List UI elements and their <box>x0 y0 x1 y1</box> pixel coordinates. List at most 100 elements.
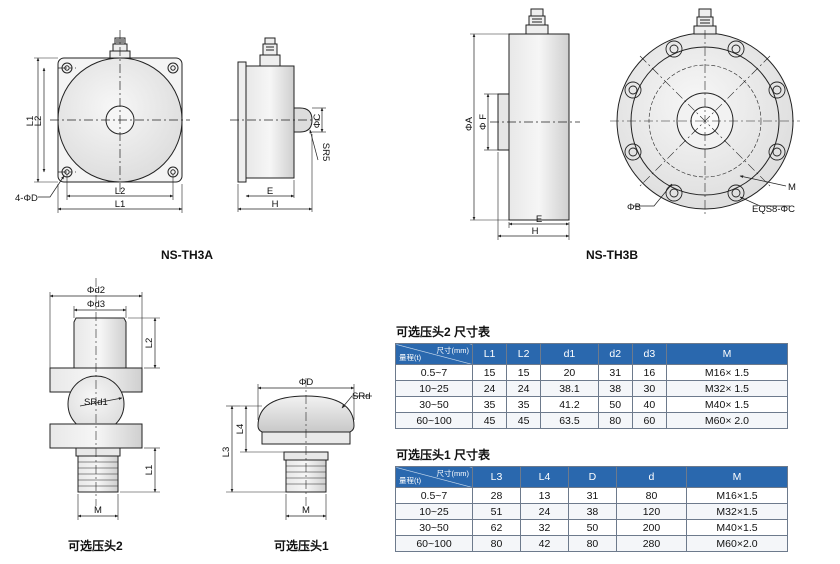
table-cell: 200 <box>615 519 688 536</box>
table-cell: 0.5~7 <box>395 364 473 381</box>
dim-label-b-m: M <box>788 182 796 193</box>
table-cell: M60× 2.0 <box>665 412 789 429</box>
table1-col-header: L4 <box>519 466 569 488</box>
dim-label-h1-d: ΦD <box>299 377 314 388</box>
table1-corner-bottom: 量程(t) <box>399 476 422 485</box>
bolt-hole-icon <box>624 40 786 202</box>
table-row: 0.5~7 28 13 31 80 M16×1.5 <box>395 487 788 504</box>
table2-col-header: d2 <box>597 343 633 365</box>
dim-label-h2-d3: Φd3 <box>87 299 105 310</box>
dim-label-a-e: E <box>267 186 273 197</box>
table1-col-header: d <box>615 466 688 488</box>
table-cell: 24 <box>506 380 542 397</box>
table-cell: 24 <box>519 503 569 520</box>
table-row: 0.5~7 15 15 20 31 16 M16× 1.5 <box>395 364 789 381</box>
table-cell: 0.5~7 <box>395 487 473 504</box>
table-cell: 13 <box>519 487 569 504</box>
dim-label-h2-d2: Φd2 <box>87 285 105 296</box>
table-cell: 15 <box>471 364 508 381</box>
dim-label-h1-l4: L4 <box>235 424 246 435</box>
table-cell: 24 <box>471 380 508 397</box>
table-cell: 45 <box>506 412 542 429</box>
table2-title: 可选压头2 尺寸表 <box>396 325 491 339</box>
table-cell: M16× 1.5 <box>665 364 789 381</box>
table-cell: 32 <box>519 519 569 536</box>
table-cell: 35 <box>471 396 508 413</box>
table-cell: 30 <box>631 380 667 397</box>
table2-col-header: L1 <box>471 343 508 365</box>
table-cell: 20 <box>540 364 599 381</box>
dim-label-h1-l3: L3 <box>221 447 232 458</box>
table-cell: 35 <box>506 396 542 413</box>
table-cell: 63.5 <box>540 412 599 429</box>
table1-col-header: L3 <box>472 466 521 488</box>
table-cell: 31 <box>567 487 617 504</box>
table2-col-header: L2 <box>506 343 542 365</box>
table-cell: 38 <box>567 503 617 520</box>
table1-spec: 尺寸(mm) 量程(t) L3 L4 D d M 0.5~7 28 13 31 … <box>395 466 788 552</box>
table2-col-header: M <box>665 343 789 365</box>
dim-label-a-phic: ΦC <box>312 114 323 129</box>
table-cell: M32× 1.5 <box>665 380 789 397</box>
table2-corner-top: 尺寸(mm) <box>436 346 470 355</box>
table-cell: 51 <box>472 503 521 520</box>
table-cell: 30~50 <box>395 396 473 413</box>
table-cell: 60~100 <box>395 535 473 552</box>
table-cell: 31 <box>597 364 633 381</box>
table-cell: 41.2 <box>540 396 599 413</box>
dim-label-h2-m: M <box>94 505 102 516</box>
caption-head1: 可选压头1 <box>274 539 329 553</box>
table-cell: 40 <box>631 396 667 413</box>
dim-label-h1-m: M <box>302 505 310 516</box>
table-row: 30~50 62 32 50 200 M40×1.5 <box>395 519 788 536</box>
table-cell: M32×1.5 <box>686 503 788 520</box>
table2-corner-bottom: 量程(t) <box>399 353 422 362</box>
table-cell: 28 <box>472 487 521 504</box>
dim-label-b-phib: ΦB <box>627 202 641 213</box>
table1-col-header: M <box>686 466 788 488</box>
table-cell: M40×1.5 <box>686 519 788 536</box>
dim-label-a-l2-bottom: L2 <box>115 186 126 197</box>
caption-head2: 可选压头2 <box>68 539 123 553</box>
table-cell: 80 <box>615 487 688 504</box>
table-cell: M40× 1.5 <box>665 396 789 413</box>
caption-ns-th3a: NS-TH3A <box>161 248 214 262</box>
dim-label-h2-l2: L2 <box>144 338 155 349</box>
table-cell: 62 <box>472 519 521 536</box>
table-row: 30~50 35 35 41.2 50 40 M40× 1.5 <box>395 396 789 413</box>
dim-label-b-eqs: EQS8-ΦC <box>752 204 795 215</box>
table-cell: 38 <box>597 380 633 397</box>
table-cell: 60~100 <box>395 412 473 429</box>
table-cell: 10~25 <box>395 503 473 520</box>
table-cell: 42 <box>519 535 569 552</box>
table-cell: 50 <box>567 519 617 536</box>
dim-label-a-l1-bottom: L1 <box>115 199 126 210</box>
table2-col-header: d1 <box>540 343 599 365</box>
table-row: 60~100 45 45 63.5 80 60 M60× 2.0 <box>395 412 789 429</box>
caption-ns-th3b: NS-TH3B <box>586 248 639 262</box>
table-cell: 38.1 <box>540 380 599 397</box>
table-cell: M16×1.5 <box>686 487 788 504</box>
head2-drawing <box>49 278 160 520</box>
table1-col-header: D <box>567 466 617 488</box>
dim-label-a-l2-side: L2 <box>33 116 44 127</box>
table-row: 60~100 80 42 80 280 M60×2.0 <box>395 535 788 552</box>
table-row: 10~25 51 24 38 120 M32×1.5 <box>395 503 788 520</box>
table-cell: 30~50 <box>395 519 473 536</box>
table2-spec: 尺寸(mm) 量程(t) L1 L2 d1 d2 d3 M 0.5~7 15 1… <box>395 343 789 429</box>
table-cell: 45 <box>471 412 508 429</box>
table-row: 10~25 24 24 38.1 38 30 M32× 1.5 <box>395 380 789 397</box>
th3a-side-view <box>230 37 326 212</box>
table1-title: 可选压头1 尺寸表 <box>396 448 491 462</box>
th3a-front-view <box>34 30 190 213</box>
dim-label-b-phia: ΦA <box>464 116 475 131</box>
table1-corner-header: 尺寸(mm) 量程(t) <box>395 466 473 488</box>
dim-label-a-sr: SR5 <box>320 143 331 161</box>
table-cell: 16 <box>631 364 667 381</box>
dim-label-a-l1-side: L1 <box>25 116 36 127</box>
table-cell: 10~25 <box>395 380 473 397</box>
table-cell: 120 <box>615 503 688 520</box>
dim-label-b-h: H <box>532 226 539 237</box>
dim-label-a-h: H <box>272 199 279 210</box>
